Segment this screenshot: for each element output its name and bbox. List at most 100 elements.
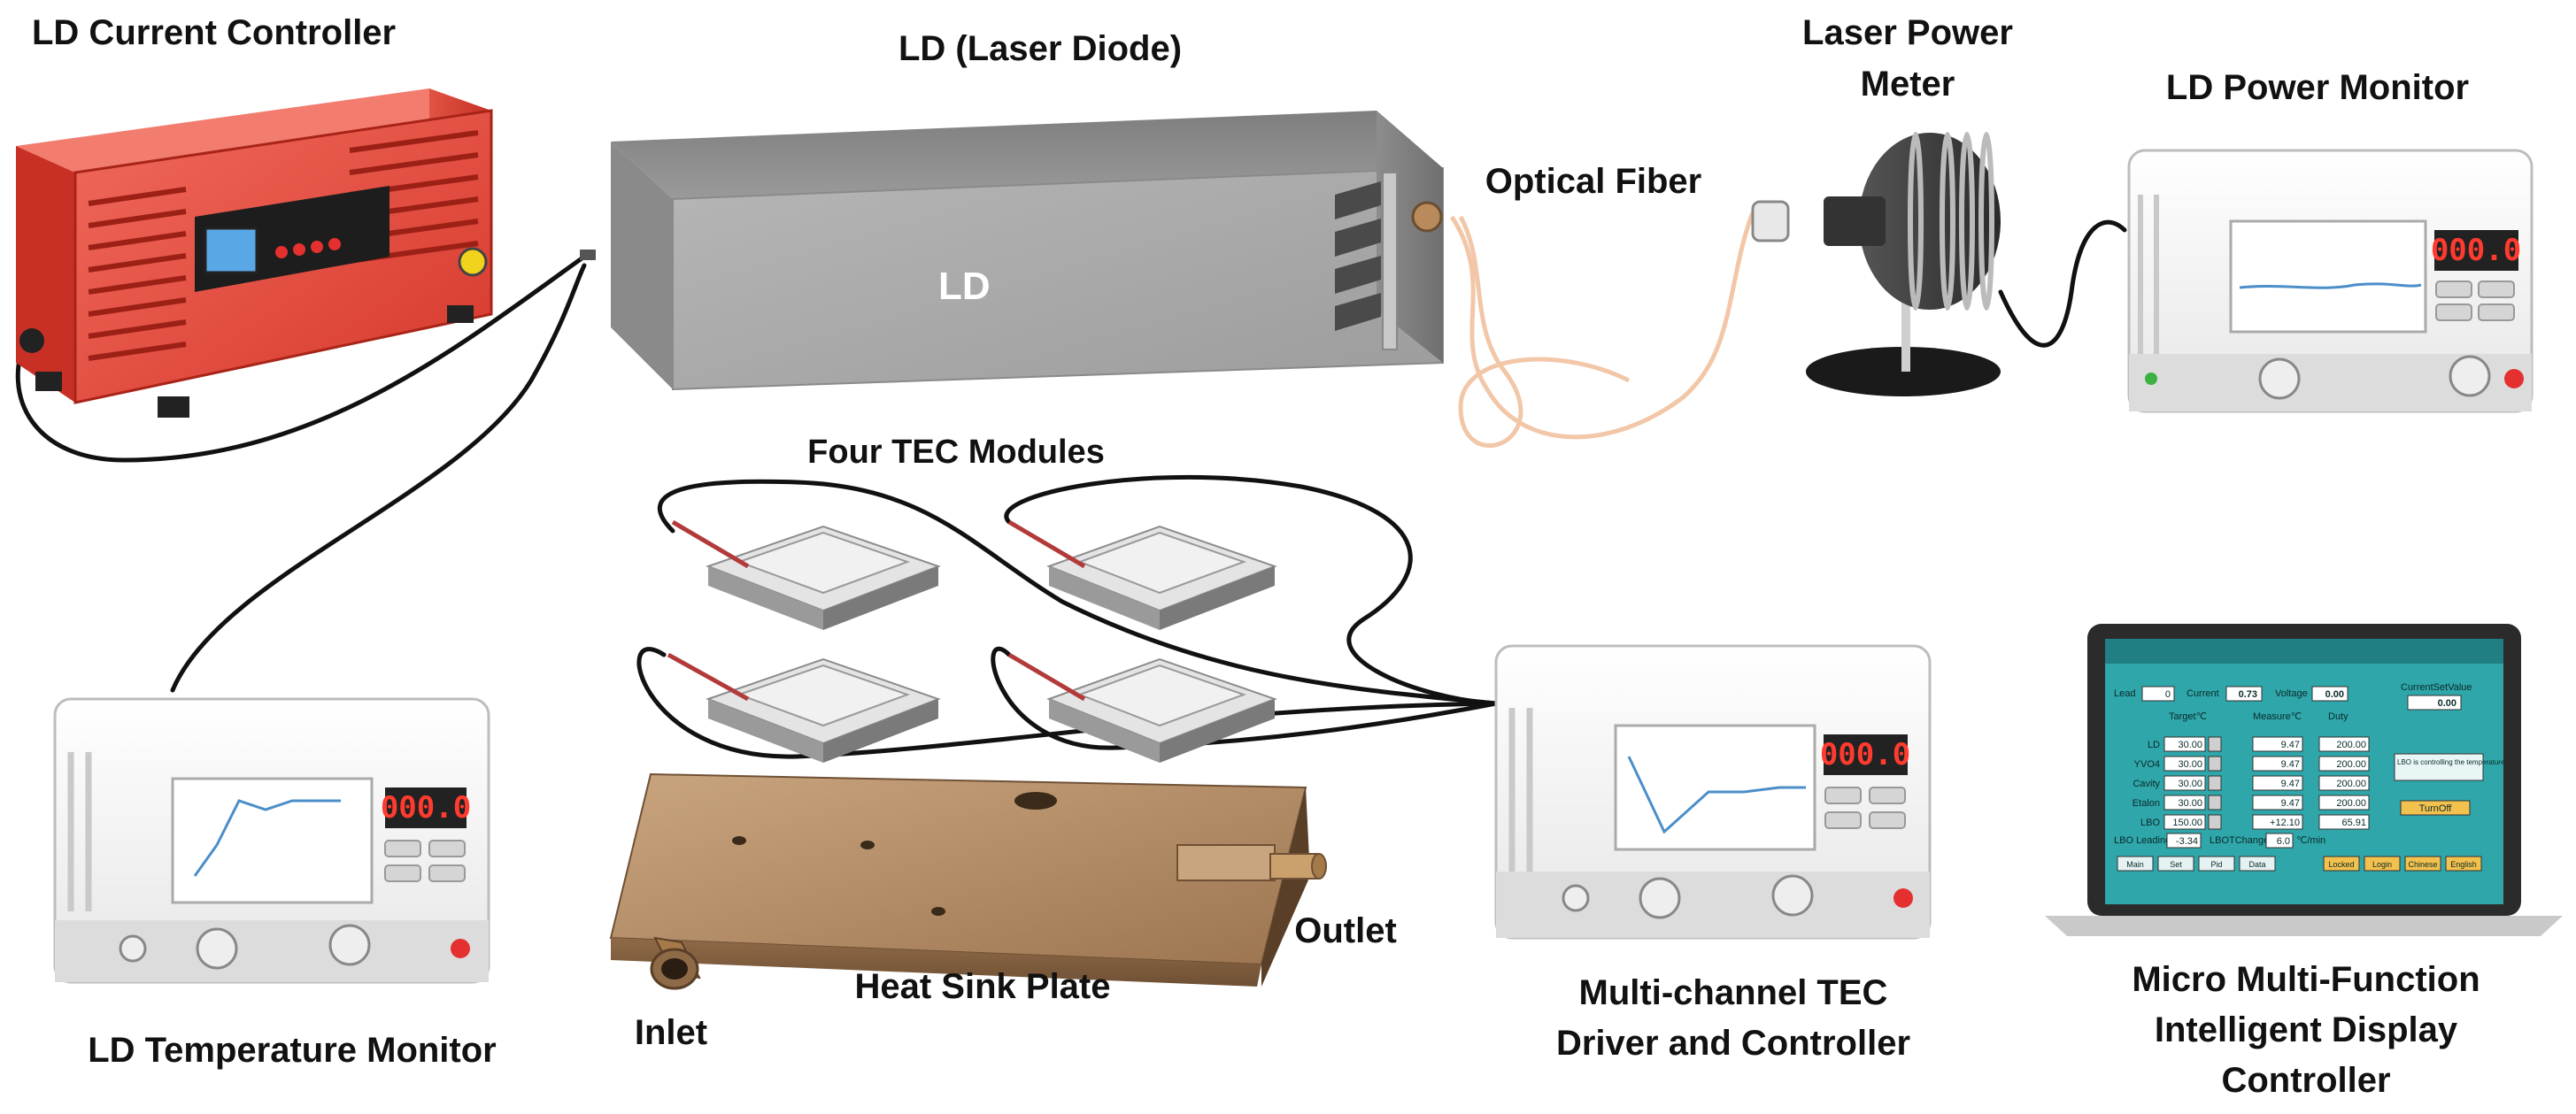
target-stepper[interactable]	[2208, 795, 2222, 811]
temp-monitor-knob-1	[196, 927, 238, 970]
measure-value: 9.47	[2281, 798, 2300, 809]
temp-monitor-readout: 000.0	[381, 790, 471, 826]
label-heat-sink-plate: Heat Sink Plate	[854, 967, 1110, 1006]
measure-value: 9.47	[2281, 740, 2300, 750]
label-display-controller-line3: Controller	[2221, 1061, 2390, 1100]
cable-temp-monitor-to-ld	[170, 263, 587, 693]
cable-tec-1	[657, 479, 1499, 706]
label-tec-driver-line2: Driver and Controller	[1556, 1024, 1910, 1063]
laser-power-meter	[1751, 132, 2001, 396]
target-value[interactable]: 30.00	[2178, 759, 2202, 770]
tec-module-4	[1007, 652, 1277, 763]
duty-value: 200.00	[2336, 798, 2366, 809]
ld-temperature-monitor: 000.0	[53, 697, 490, 984]
label-laser-power-meter-line1: Laser Power	[1802, 13, 2013, 52]
row-label: Cavity	[2133, 779, 2160, 789]
laptop-button-label: Locked	[2328, 860, 2354, 869]
measure-value: 9.47	[2281, 779, 2300, 789]
voltage-label: Voltage	[2275, 688, 2308, 699]
duty-value: 200.00	[2336, 740, 2366, 750]
laptop-button-label: Main	[2126, 860, 2144, 869]
measure-value: 9.47	[2281, 759, 2300, 770]
status-note: LBO is controlling the temperature.	[2397, 758, 2507, 766]
laptop-button-label: English	[2450, 860, 2477, 869]
laptop-button[interactable]: Pid	[2198, 856, 2235, 872]
power-monitor-readout: 000.0	[2431, 233, 2521, 268]
tec-module-3	[667, 652, 941, 763]
laptop-button[interactable]: Login	[2364, 856, 2401, 872]
cable-tec-4	[991, 646, 1499, 750]
laptop-table-row: LBO 150.00 +12.10 65.91	[2140, 814, 2370, 830]
target-value[interactable]: 30.00	[2178, 798, 2202, 809]
laptop-table-row: YVO4 30.00 9.47 200.00	[2134, 756, 2370, 772]
label-display-controller-line2: Intelligent Display	[2155, 1010, 2458, 1049]
label-ld-body: LD	[938, 265, 991, 308]
laptop-button[interactable]: Set	[2157, 856, 2194, 872]
temp-monitor-display	[385, 787, 467, 828]
ld-left	[611, 142, 673, 389]
label-laser-power-meter-line2: Meter	[1861, 65, 1955, 104]
laptop-button[interactable]: English	[2445, 856, 2482, 872]
lbo-change-unit: ℃/min	[2296, 835, 2325, 846]
laptop-table-row: Cavity 30.00 9.47 200.00	[2133, 775, 2370, 791]
diagram-labels: LD Current Controller LD (Laser Diode) L…	[32, 13, 2480, 1100]
heat-sink-plate	[609, 772, 1327, 990]
controller-knob	[458, 247, 488, 277]
duty-value: 200.00	[2336, 779, 2366, 789]
tec-module-1	[671, 519, 941, 630]
controller-output-port	[19, 328, 44, 353]
tec-driver-readout: 000.0	[1820, 737, 1910, 772]
label-tec-driver-line1: Multi-channel TEC	[1579, 973, 1888, 1012]
laptop-button[interactable]: Chinese	[2404, 856, 2441, 872]
laptop-button[interactable]: Data	[2239, 856, 2276, 872]
target-stepper[interactable]	[2208, 775, 2222, 791]
temp-monitor-knob-2	[328, 924, 371, 966]
temp-monitor-screen	[171, 777, 374, 904]
target-value[interactable]: 30.00	[2178, 740, 2202, 750]
turn-off-button: TurnOff	[2419, 803, 2453, 814]
power-monitor-power-button	[2504, 369, 2524, 388]
laptop-button[interactable]: Main	[2117, 856, 2154, 872]
target-value[interactable]: 30.00	[2178, 779, 2202, 789]
tec-driver-controller: 000.0	[1494, 644, 1932, 940]
tec-driver-knob-1	[1639, 877, 1681, 919]
optical-fibers	[1449, 211, 1755, 449]
row-label: LBO	[2140, 818, 2160, 828]
laptop-button-label: Pid	[2210, 860, 2222, 869]
duty-value: 200.00	[2336, 759, 2366, 770]
label-ld-laser-diode: LD (Laser Diode)	[899, 29, 1182, 68]
label-ld-current-controller: LD Current Controller	[32, 13, 396, 52]
cable-meter-to-monitor	[1998, 219, 2127, 348]
tec-driver-display	[1824, 734, 1908, 775]
tec-module-2	[1007, 519, 1277, 630]
measure-col-header: Measure℃	[2253, 711, 2302, 722]
target-stepper[interactable]	[2208, 756, 2222, 772]
ld-front	[672, 166, 1444, 391]
row-label: YVO4	[2134, 759, 2160, 770]
target-value[interactable]: 150.00	[2172, 818, 2202, 828]
duty-value: 65.91	[2341, 818, 2366, 828]
label-four-tec-modules: Four TEC Modules	[807, 434, 1105, 471]
power-monitor-knob-2	[2449, 355, 2491, 397]
measure-value: +12.10	[2270, 818, 2300, 828]
ld-current-controller	[16, 88, 493, 418]
row-label: Etalon	[2133, 798, 2160, 809]
controller-left	[16, 146, 75, 403]
power-monitor-display	[2434, 230, 2518, 271]
lbo-leading-label: LBO Leading	[2114, 835, 2171, 846]
lbo-change-label: LBOTChange	[2210, 835, 2269, 846]
lbo-leading-value: -3.34	[2176, 836, 2198, 847]
ld-power-monitor: 000.0	[2127, 149, 2534, 413]
target-stepper[interactable]	[2208, 736, 2222, 752]
ld-fiber-port	[1411, 201, 1443, 233]
label-display-controller-line1: Micro Multi-Function	[2132, 960, 2480, 999]
target-stepper[interactable]	[2208, 814, 2222, 830]
label-ld-temperature-monitor: LD Temperature Monitor	[88, 1031, 497, 1070]
signal-cables	[15, 219, 2127, 759]
ld-top	[611, 111, 1443, 199]
fiber-ld-loop	[1458, 215, 1631, 449]
laptop-button[interactable]: Locked	[2323, 856, 2360, 872]
laptop-button-label: Data	[2248, 860, 2265, 869]
